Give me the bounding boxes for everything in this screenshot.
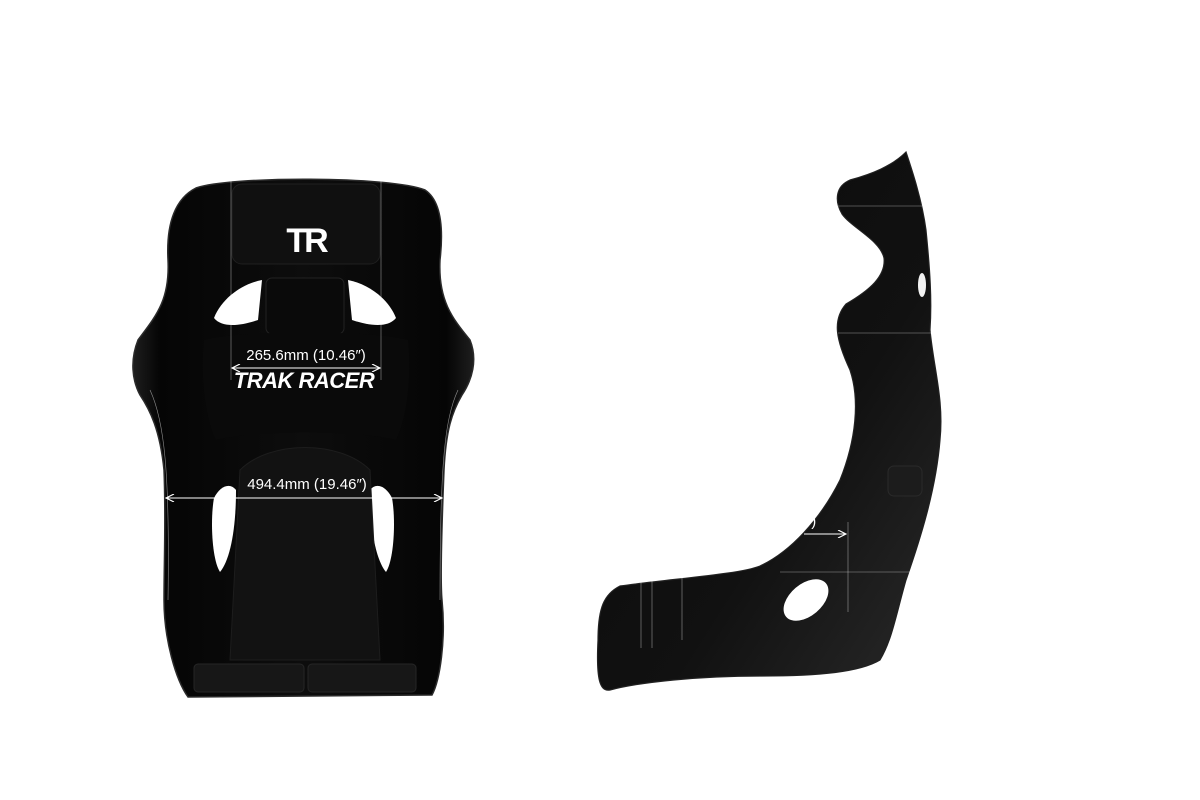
side-seat-shell [596,150,942,691]
lower-width-label: 494.4mm (19.46″) [247,476,367,493]
front-bottom-pad-right [307,663,417,693]
right-edge-highlight [439,389,459,601]
right-harness-slot [348,280,396,325]
left-harness-slot [214,280,262,325]
center-strap-tab [265,277,345,335]
right-leg-opening [370,485,394,572]
front-view-seat: TR 265.6mm (10.46″) TRAK RACER 494.4mm (… [132,178,475,698]
side-upper-hole [918,273,926,297]
side-pad [887,465,923,497]
side-dimension-label: ″) [806,513,816,530]
back-panel [202,332,410,440]
upper-width-label: 265.6mm (10.46″) [246,347,366,364]
tr-logo: TR [286,222,328,260]
left-leg-opening [212,485,236,572]
side-harness-hole [783,579,829,621]
side-view-seat: ″) [596,150,942,691]
left-edge-highlight [149,389,169,601]
brand-wordmark: TRAK RACER [234,368,375,393]
front-bottom-pad-left [193,663,305,693]
headrest-panel [231,183,381,265]
